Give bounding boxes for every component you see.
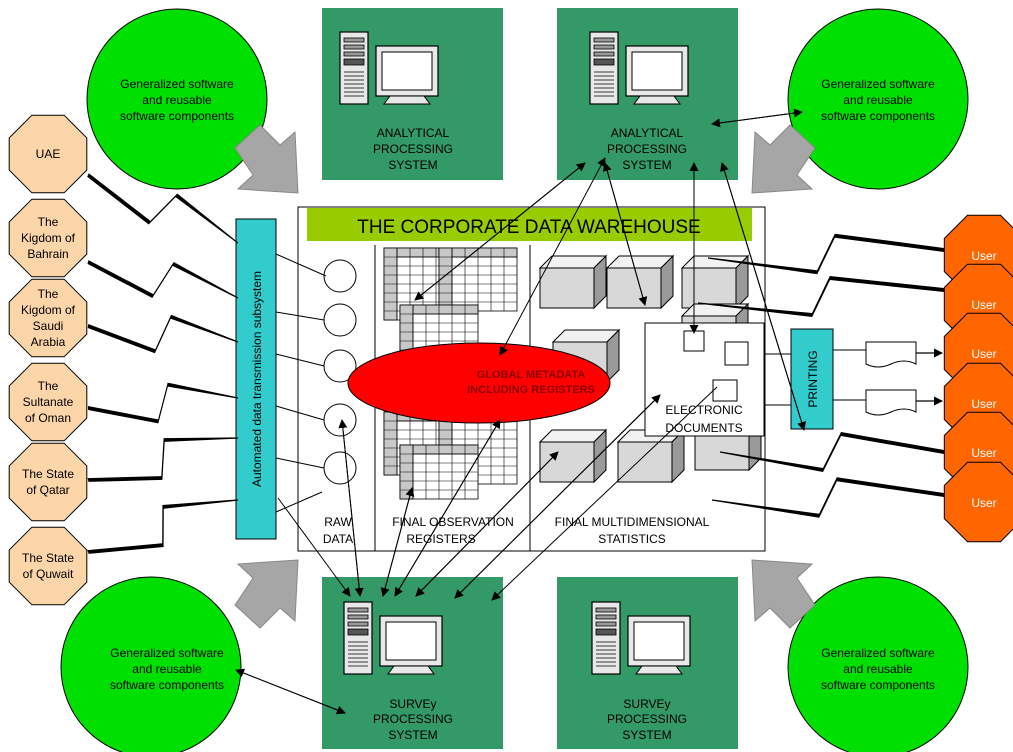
country-octagon: The State of Quwait: [8, 526, 88, 606]
svg-text:software components: software components: [110, 678, 224, 692]
svg-text:Generalized software: Generalized software: [821, 77, 935, 91]
user-label: User: [971, 249, 996, 263]
svg-text:and reusable: and reusable: [843, 93, 913, 107]
svg-text:SURVEy: SURVEy: [389, 697, 436, 711]
svg-text:ANALYTICAL: ANALYTICAL: [377, 126, 450, 140]
analytical-system-box: ANALYTICAL PROCESSING SYSTEM: [557, 8, 738, 180]
country-label: The: [38, 287, 59, 301]
user-label: User: [971, 397, 996, 411]
svg-text:software components: software components: [120, 109, 234, 123]
svg-text:software components: software components: [821, 678, 935, 692]
transmission-subsystem-bar: [235, 218, 277, 540]
country-label: The: [38, 379, 59, 393]
analytical-system-box: ANALYTICAL PROCESSING SYSTEM: [322, 8, 503, 180]
software-circle: Generalized software and reusable softwa…: [86, 8, 268, 190]
svg-text:Generalized software: Generalized software: [110, 646, 224, 660]
electronic-documents-label: DOCUMENTS: [665, 421, 742, 435]
register-tables: [383, 247, 518, 500]
warehouse-title: THE CORPORATE DATA WAREHOUSE: [357, 217, 700, 238]
user-octagon: User: [943, 461, 1013, 543]
country-label: of Qatar: [26, 483, 69, 497]
country-label: Kigdom of: [21, 231, 76, 245]
svg-text:SURVEy: SURVEy: [623, 697, 670, 711]
country-label: Sultanate: [23, 395, 74, 409]
user-label: User: [971, 446, 996, 460]
block-arrows: [234, 124, 816, 629]
raw-data-label: RAW: [324, 515, 352, 529]
svg-text:SYSTEM: SYSTEM: [622, 728, 671, 742]
software-circle: Generalized software and reusable softwa…: [60, 576, 242, 752]
lightning-links: [87, 173, 945, 554]
svg-text:PROCESSING: PROCESSING: [607, 142, 687, 156]
country-label: of Quwait: [23, 567, 74, 581]
svg-text:PROCESSING: PROCESSING: [373, 142, 453, 156]
registers-label: FINAL OBSERVATION: [392, 515, 514, 529]
country-label: Arabia: [31, 335, 66, 349]
transmission-label: Automated data transmission subsystem: [250, 271, 264, 487]
global-metadata-ellipse: [347, 342, 611, 424]
registers-label: REGISTERS: [406, 532, 475, 546]
country-label: The State: [22, 467, 74, 481]
country-label: Saudi: [33, 319, 64, 333]
metadata-label: INCLUDING REGISTERS: [467, 384, 595, 396]
printing-label: PRINTING: [806, 350, 820, 407]
svg-text:ANALYTICAL: ANALYTICAL: [611, 126, 684, 140]
metadata-label: GLOBAL METADATA: [477, 369, 586, 381]
country-label: Bahrain: [27, 247, 68, 261]
svg-text:and reusable: and reusable: [142, 93, 212, 107]
statistics-label: FINAL MULTIDIMENSIONAL: [555, 515, 710, 529]
printed-document: [865, 341, 917, 368]
warehouse-title-banner: [307, 208, 752, 241]
software-circle: Generalized software and reusable softwa…: [787, 576, 969, 752]
svg-text:SYSTEM: SYSTEM: [388, 728, 437, 742]
user-label: User: [971, 347, 996, 361]
svg-text:Generalized software: Generalized software: [120, 77, 234, 91]
user-label: User: [971, 496, 996, 510]
electronic-documents-label: ELECTRONIC: [665, 403, 743, 417]
raw-data-label: DATA: [323, 532, 353, 546]
country-label: of Oman: [25, 411, 71, 425]
svg-text:SYSTEM: SYSTEM: [622, 158, 671, 172]
metadata-arrows: [235, 108, 806, 715]
svg-text:Generalized software: Generalized software: [821, 646, 935, 660]
printed-document: [865, 389, 917, 416]
survey-system-box: SURVEy PROCESSING SYSTEM: [557, 577, 738, 749]
svg-text:PROCESSING: PROCESSING: [373, 712, 453, 726]
svg-text:and reusable: and reusable: [132, 662, 202, 676]
survey-system-box: SURVEy PROCESSING SYSTEM: [322, 577, 503, 749]
software-circle: Generalized software and reusable softwa…: [787, 8, 969, 190]
svg-text:and reusable: and reusable: [843, 662, 913, 676]
country-label: The State: [22, 551, 74, 565]
printing-box: [790, 328, 834, 430]
svg-text:PROCESSING: PROCESSING: [607, 712, 687, 726]
statistics-label: STATISTICS: [598, 532, 666, 546]
svg-text:SYSTEM: SYSTEM: [388, 158, 437, 172]
country-label: UAE: [36, 147, 61, 161]
country-octagon: The State of Qatar: [8, 442, 88, 522]
country-label: Kigdom of: [21, 303, 76, 317]
svg-text:software components: software components: [821, 109, 935, 123]
country-label: The: [38, 215, 59, 229]
user-label: User: [971, 298, 996, 312]
country-octagon: UAE: [8, 114, 88, 194]
